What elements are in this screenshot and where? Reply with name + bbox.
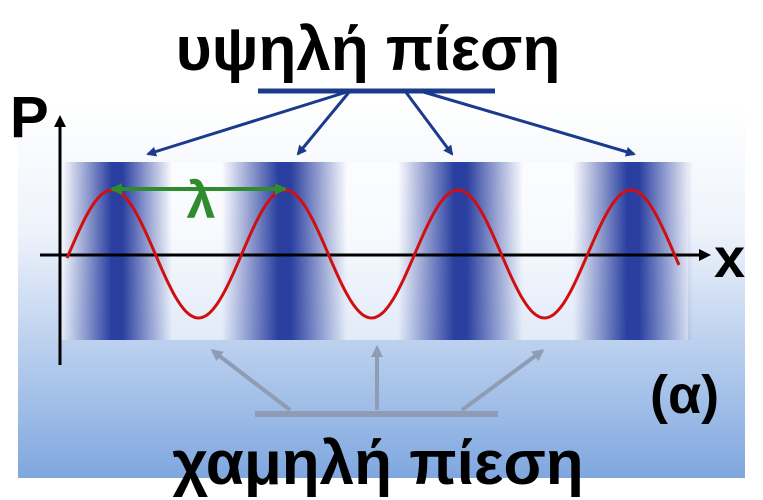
pressure-axis-label: P: [10, 85, 49, 150]
high-pressure-arrow-4: [419, 89, 636, 157]
pressure-wave: [65, 188, 681, 320]
high-pressure-arrow-3: [403, 90, 454, 156]
wavelength-label: λ: [187, 172, 216, 230]
high-pressure-label: υψηλή πίεση: [176, 15, 561, 84]
high-pressure-arrow-1: [146, 89, 351, 157]
low-pressure-label: χαμηλή πίεση: [172, 429, 583, 498]
high-pressure-arrow-2: [296, 90, 352, 156]
low-pressure-arrow-3: [460, 349, 545, 412]
low-pressure-arrow-1: [210, 349, 292, 412]
position-axis-label: x: [714, 226, 745, 289]
panel-label: (α): [650, 365, 719, 425]
